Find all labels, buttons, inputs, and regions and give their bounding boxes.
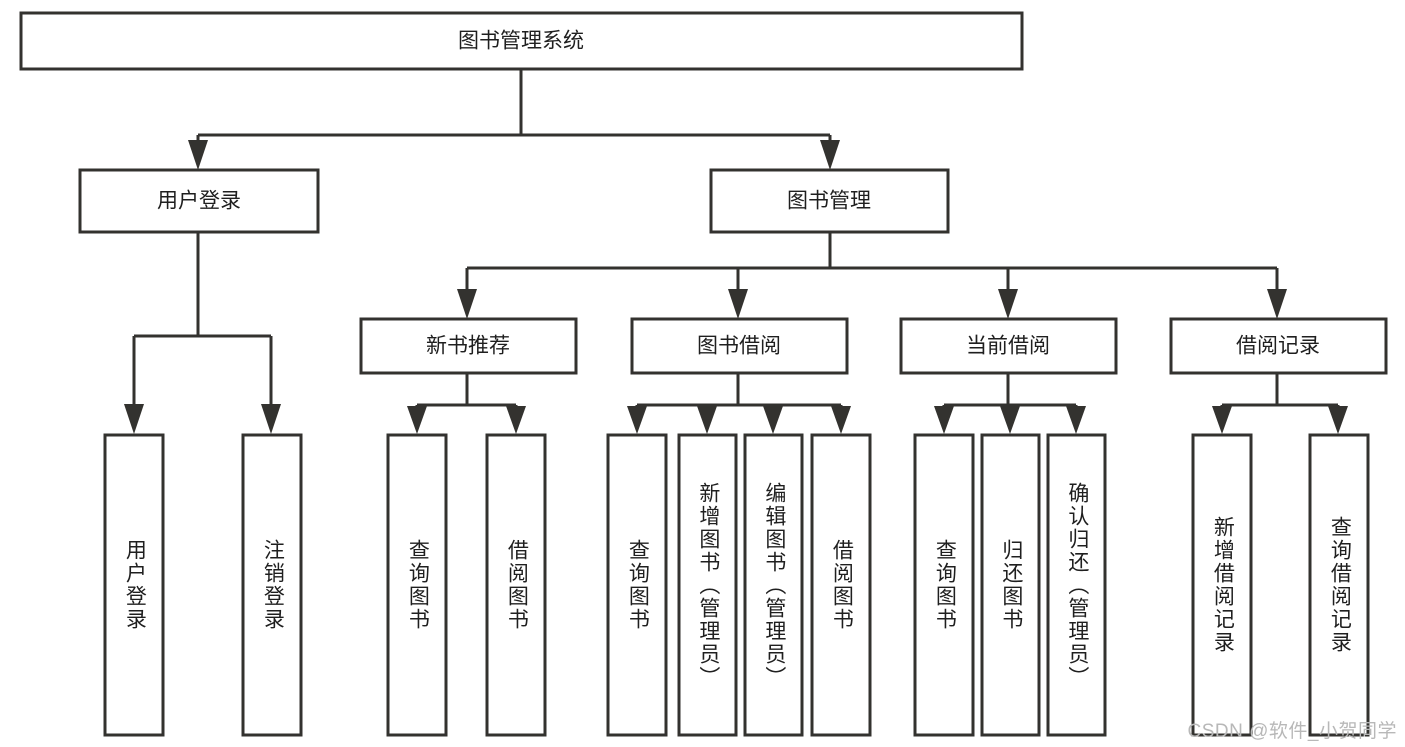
arrow-head-leaf-query-book-3: [934, 406, 954, 434]
node-root-box[interactable]: [19, 11, 1024, 71]
node-new-book-rec[interactable]: 新书推荐: [359, 317, 578, 375]
node-leaf-add-book-box[interactable]: [677, 433, 738, 737]
node-book-borrow[interactable]: 图书借阅: [630, 317, 849, 375]
node-book-manage-box[interactable]: [709, 168, 950, 234]
arrow-head-leaf-return-book: [1000, 406, 1020, 434]
node-current-borrow[interactable]: 当前借阅: [899, 317, 1118, 375]
csdn-watermark: CSDN @软件_小贺同学: [1187, 721, 1397, 742]
connector-group: [124, 69, 1348, 434]
node-current-borrow-label: 当前借阅: [966, 335, 1050, 358]
node-borrow-record[interactable]: 借阅记录: [1169, 317, 1388, 375]
arrow-head-leaf-edit-book: [763, 406, 783, 434]
arrow-head-to-user-login: [188, 140, 208, 170]
node-borrow-record-label: 借阅记录: [1236, 335, 1320, 358]
arrow-head-leaf-borrow-book-1: [506, 406, 526, 434]
node-root-label: 图书管理系统: [458, 30, 584, 53]
node-user-login[interactable]: 用户登录: [78, 168, 320, 234]
arrow-head-leaf-user-logout: [261, 404, 281, 434]
node-leaf-query-record-box[interactable]: [1308, 433, 1370, 737]
arrow-head-leaf-add-book: [697, 406, 717, 434]
arrow-head-leaf-query-book-2: [627, 406, 647, 434]
node-leaf-user-login-box[interactable]: [103, 433, 165, 737]
node-leaf-return-book-box[interactable]: [980, 433, 1041, 737]
arrow-head-leaf-confirm-return: [1066, 406, 1086, 434]
node-user-login-label: 用户登录: [157, 190, 241, 213]
arrow-head-leaf-borrow-book-2: [831, 406, 851, 434]
node-root[interactable]: 图书管理系统: [19, 11, 1024, 71]
arrow-head-new-book-rec: [457, 289, 477, 319]
node-leaf-confirm-return-box[interactable]: [1046, 433, 1107, 737]
arrow-head-book-borrow: [728, 289, 748, 319]
arrow-head-to-book-manage: [820, 140, 840, 170]
node-book-manage-label: 图书管理: [787, 190, 871, 213]
node-leaf-borrow-book-2-box[interactable]: [810, 433, 872, 737]
node-user-login-box[interactable]: [78, 168, 320, 234]
node-leaf-add-record-box[interactable]: [1191, 433, 1253, 737]
node-leaf-borrow-book-1-box[interactable]: [485, 433, 547, 737]
node-borrow-record-box[interactable]: [1169, 317, 1388, 375]
node-leaf-query-book-3-box[interactable]: [913, 433, 975, 737]
node-book-borrow-box[interactable]: [630, 317, 849, 375]
node-leaf-query-book-1-box[interactable]: [386, 433, 448, 737]
node-new-book-rec-box[interactable]: [359, 317, 578, 375]
node-current-borrow-box[interactable]: [899, 317, 1118, 375]
node-new-book-rec-label: 新书推荐: [426, 335, 510, 358]
node-leaf-user-logout-box[interactable]: [241, 433, 303, 737]
arrow-head-leaf-user-login: [124, 404, 144, 434]
arrow-head-leaf-query-record: [1328, 406, 1348, 434]
arrow-head-leaf-add-record: [1212, 406, 1232, 434]
node-book-manage[interactable]: 图书管理: [709, 168, 950, 234]
arrow-head-borrow-record: [1267, 289, 1287, 319]
node-leaf-edit-book-box[interactable]: [743, 433, 804, 737]
node-leaf-query-book-2-box[interactable]: [606, 433, 668, 737]
arrow-head-leaf-query-book-1: [407, 406, 427, 434]
node-book-borrow-label: 图书借阅: [697, 335, 781, 358]
arrow-head-current-borrow: [998, 289, 1018, 319]
